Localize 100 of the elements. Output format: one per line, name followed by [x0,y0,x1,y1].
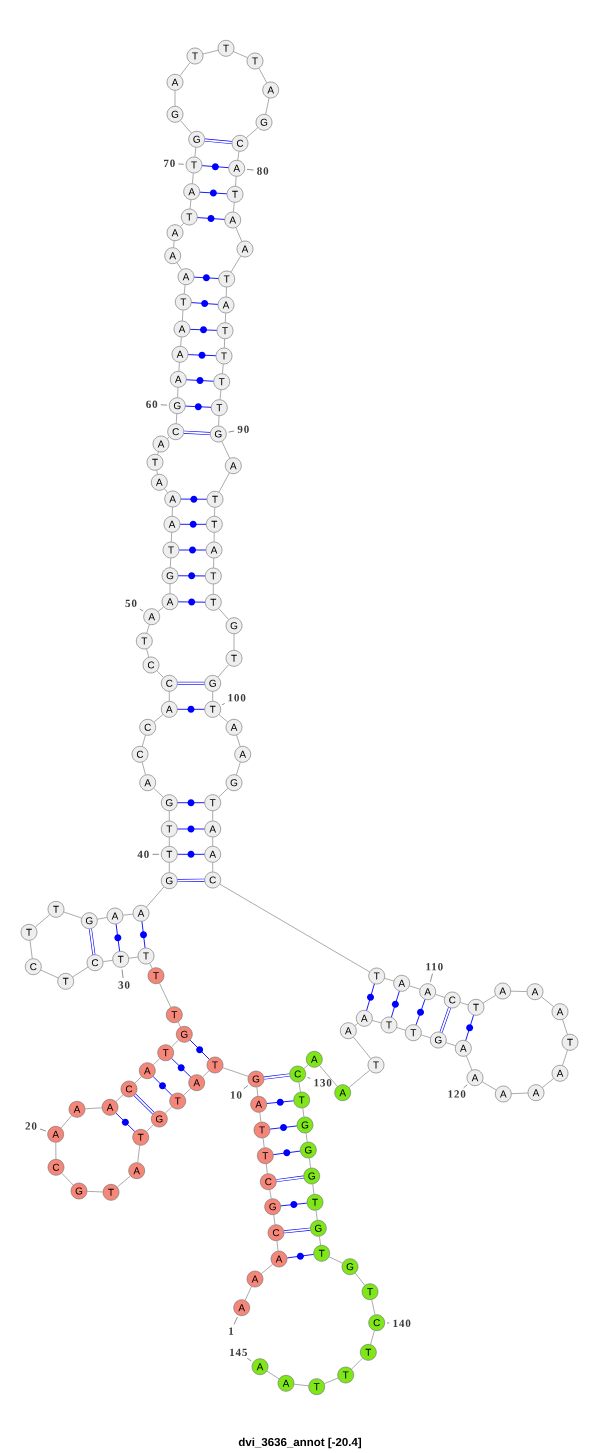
base-pair-bond [187,351,217,359]
backbone-line [212,836,214,847]
position-number: 60 [146,400,158,408]
backbone-line [156,470,158,475]
backbone-line [481,1081,497,1091]
base-pair-bond [201,163,229,171]
backbone-line [273,1214,276,1225]
backbone-line [266,1370,280,1380]
backbone-line [183,284,186,295]
backbone-line [180,222,185,227]
backbone-line [303,1064,309,1069]
base-pair-bond [177,799,205,807]
leader-line [386,1322,390,1324]
backbone-line [354,1272,366,1286]
backbone-line [179,62,191,77]
backbone-line [396,1027,406,1031]
position-number: 30 [118,981,130,989]
backbone-line [169,557,172,568]
backbone-line [269,1189,272,1199]
leader-line [246,169,254,171]
base-pair-bond [183,430,211,436]
base-pair-bond [197,215,225,222]
base-pair-bond [185,403,212,411]
base-pair-bond [179,520,207,528]
leader-line [121,969,124,979]
backbone-line [319,1236,321,1246]
backbone-line [202,49,219,55]
base-pair-bond [177,850,205,858]
backbone-line [348,1069,370,1088]
backbone-line [233,202,235,213]
base-pair-bond [176,878,206,883]
backbone-line [72,966,89,978]
backbone-line [214,507,216,517]
backbone-line [164,1106,173,1114]
leader-line [247,1358,252,1362]
leader-line [160,404,168,406]
base-pair-bond [283,1227,311,1234]
leader-line [228,430,235,433]
backbone-line [256,1086,259,1097]
backbone-line [149,963,153,969]
backbone-line [293,1383,309,1387]
backbone-line [97,917,108,920]
base-pair-bond [269,1124,298,1131]
backbone-line [235,227,243,242]
backbone-line [159,982,172,1008]
backbone-line [466,1055,473,1071]
backbone-line [218,608,229,620]
backbone-line [29,940,33,959]
backbone-line [84,1107,103,1110]
backbone-line [237,151,240,161]
position-number: 100 [228,694,246,702]
backbone-line [219,389,222,400]
base-pair-bond [191,300,219,307]
backbone-line [167,436,170,440]
backbone-line [409,985,421,990]
base-pair-bond [280,1201,308,1208]
base-pair-bond [115,1112,136,1132]
backbone-line [115,1094,124,1102]
position-number: 10 [230,1091,242,1099]
backbone-line [235,176,237,187]
backbone-line [168,810,170,822]
backbone-line [146,624,150,634]
backbone-line [244,1286,252,1301]
position-number: 70 [164,159,175,167]
backbone-line [354,1023,359,1026]
base-pair-bond [177,572,206,580]
backbone-line [171,1039,179,1048]
base-pair-bond [171,1058,192,1078]
backbone-line [218,788,229,798]
leader-line [178,163,184,165]
backbone-line [174,90,176,107]
base-pair-bond [186,377,214,384]
base-pair-bond [204,138,233,145]
backbone-line [351,1357,363,1370]
backbone-line [164,488,168,493]
backbone-line [218,714,228,723]
backbone-line [60,1115,72,1129]
backbone-line [265,97,270,115]
backbone-line [168,836,170,847]
base-pair-bond [415,999,426,1026]
base-pair-bond [177,598,206,606]
base-pair-bond [176,681,206,685]
backbone-line [541,996,554,1007]
position-number: 145 [230,1348,247,1356]
backbone-line [298,1081,301,1093]
base-pair-bond [193,274,219,282]
backbone-line [224,338,225,349]
backbone-line [353,1036,372,1059]
backbone-line [213,557,215,569]
backbone-line [170,532,173,543]
backbone-line [212,810,214,822]
backbone-line [146,1124,154,1132]
backbone-line [562,1019,568,1035]
backbone-line [459,1002,469,1006]
backbone-line [225,312,227,323]
base-pair-bond [465,1014,474,1041]
backbone-line [180,336,182,347]
backbone-line [225,286,227,298]
backbone-line [176,262,182,271]
leader-line [243,1085,249,1090]
